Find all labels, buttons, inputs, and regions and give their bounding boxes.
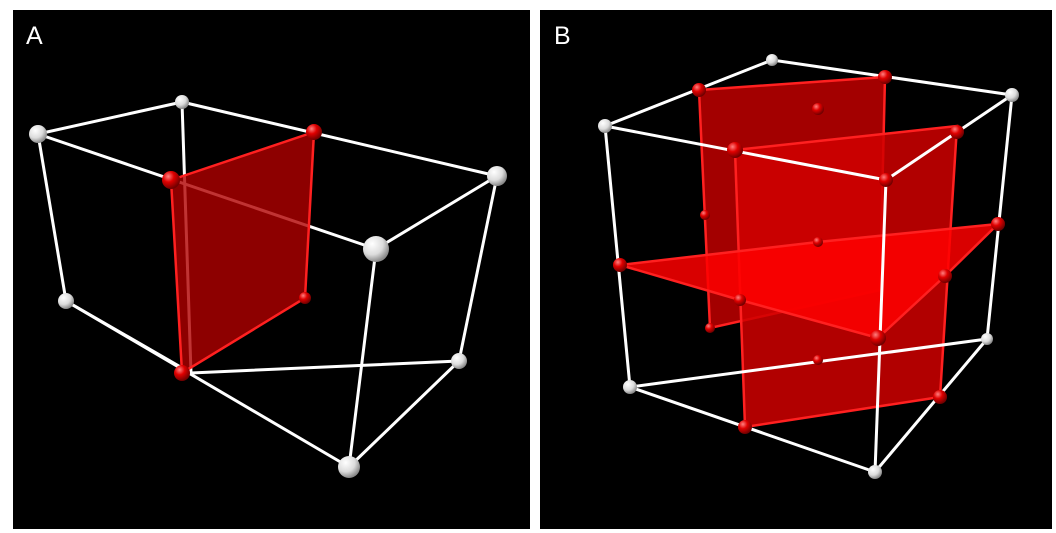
node-highlight	[306, 124, 322, 140]
panel-label-a: A	[26, 22, 43, 50]
cube-edge	[873, 178, 888, 474]
node-plain	[29, 125, 47, 143]
node-plain	[451, 353, 467, 369]
node-highlight	[734, 294, 746, 306]
cube-edge	[628, 385, 877, 474]
node-highlight	[870, 330, 886, 346]
cube-edge	[457, 174, 499, 363]
cube-edge	[347, 359, 461, 469]
node-highlight	[727, 142, 743, 158]
cube-edge	[189, 359, 461, 375]
node-highlight	[299, 292, 311, 304]
cube-edge	[884, 93, 1014, 182]
node-highlight	[692, 83, 706, 97]
cube-edge	[603, 124, 632, 389]
cube-edge	[64, 299, 193, 375]
cube-edge	[603, 124, 888, 182]
node-plain	[363, 236, 389, 262]
panel-a: A	[13, 10, 530, 529]
node-highlight	[162, 171, 180, 189]
node-plain	[868, 465, 882, 479]
node-highlight	[813, 355, 823, 365]
node-highlight	[738, 420, 752, 434]
cube-edge	[374, 174, 499, 251]
node-highlight	[700, 210, 710, 220]
node-highlight	[938, 269, 952, 283]
panel-label-b: B	[554, 22, 571, 50]
cube-edge	[180, 100, 499, 178]
cube-edge	[347, 247, 378, 469]
cube-edge	[873, 337, 989, 474]
section-plane	[169, 130, 316, 376]
node-highlight	[705, 323, 715, 333]
node-highlight	[613, 258, 627, 272]
cube-edge	[770, 58, 1014, 97]
node-plain	[338, 456, 360, 478]
cube-edge	[603, 58, 774, 128]
node-highlight	[174, 365, 190, 381]
cube-edge	[628, 337, 989, 389]
node-plain	[175, 95, 189, 109]
node-plain	[1005, 88, 1019, 102]
node-highlight	[812, 103, 824, 115]
node-highlight	[950, 125, 964, 139]
node-highlight	[878, 70, 892, 84]
node-highlight	[933, 390, 947, 404]
node-plain	[487, 166, 507, 186]
node-plain	[58, 293, 74, 309]
node-plain	[766, 54, 778, 66]
panel-b: B	[540, 10, 1052, 529]
cube-edge	[985, 93, 1014, 341]
node-plain	[981, 333, 993, 345]
node-plain	[598, 119, 612, 133]
node-highlight	[991, 217, 1005, 231]
node-highlight	[813, 237, 823, 247]
node-plain	[623, 380, 637, 394]
cube-edge	[36, 100, 184, 136]
cube-diagram-b	[598, 54, 1019, 479]
node-highlight	[879, 173, 893, 187]
cube-edge	[36, 132, 68, 303]
cube-diagram-a	[29, 95, 507, 478]
